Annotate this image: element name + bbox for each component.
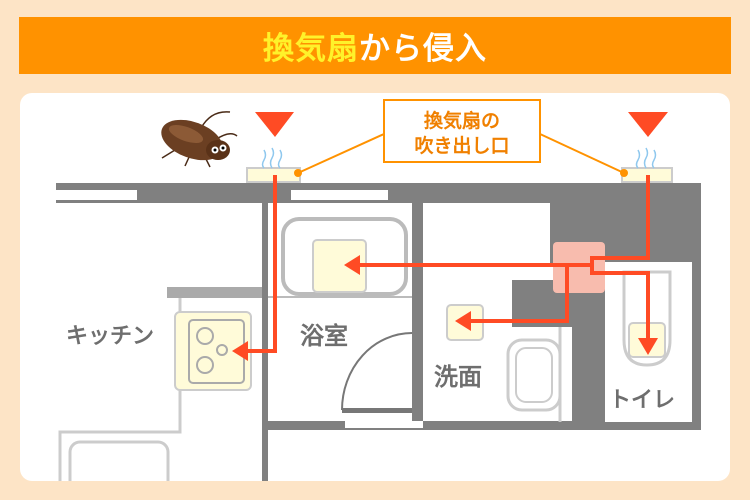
down-triangle-icon bbox=[628, 112, 668, 137]
room-label-toilet: トイレ bbox=[609, 388, 675, 413]
room-label-kitchen: キッチン bbox=[66, 324, 154, 349]
cockroach-icon bbox=[161, 111, 238, 168]
room-label-washroom: 洗面 bbox=[434, 363, 482, 391]
title-banner: 換気扇から侵入 bbox=[19, 17, 731, 74]
door-arc bbox=[341, 332, 413, 411]
intrusion-arrows bbox=[245, 175, 650, 353]
kitchen-counter bbox=[167, 287, 262, 298]
title-rest: から侵入 bbox=[359, 31, 487, 67]
callout: 換気扇の 吹き出し口 bbox=[294, 99, 628, 177]
callout-line1: 換気扇の bbox=[424, 109, 500, 132]
refrigerator bbox=[68, 440, 170, 481]
bathtub bbox=[281, 217, 408, 296]
callout-line2: 吹き出し口 bbox=[414, 134, 509, 157]
down-triangle-icon bbox=[255, 112, 294, 137]
arrow-head-icon bbox=[232, 341, 248, 361]
arrow-head-icon bbox=[455, 311, 471, 331]
room-label-bathroom: 浴室 bbox=[300, 322, 348, 350]
title-highlight: 換気扇 bbox=[263, 31, 359, 67]
air-flow-icon bbox=[261, 147, 657, 169]
toilet bbox=[622, 270, 672, 367]
arrow-head-icon bbox=[344, 255, 360, 275]
arrow-head-icon bbox=[638, 338, 658, 355]
duct-junction bbox=[553, 242, 605, 293]
